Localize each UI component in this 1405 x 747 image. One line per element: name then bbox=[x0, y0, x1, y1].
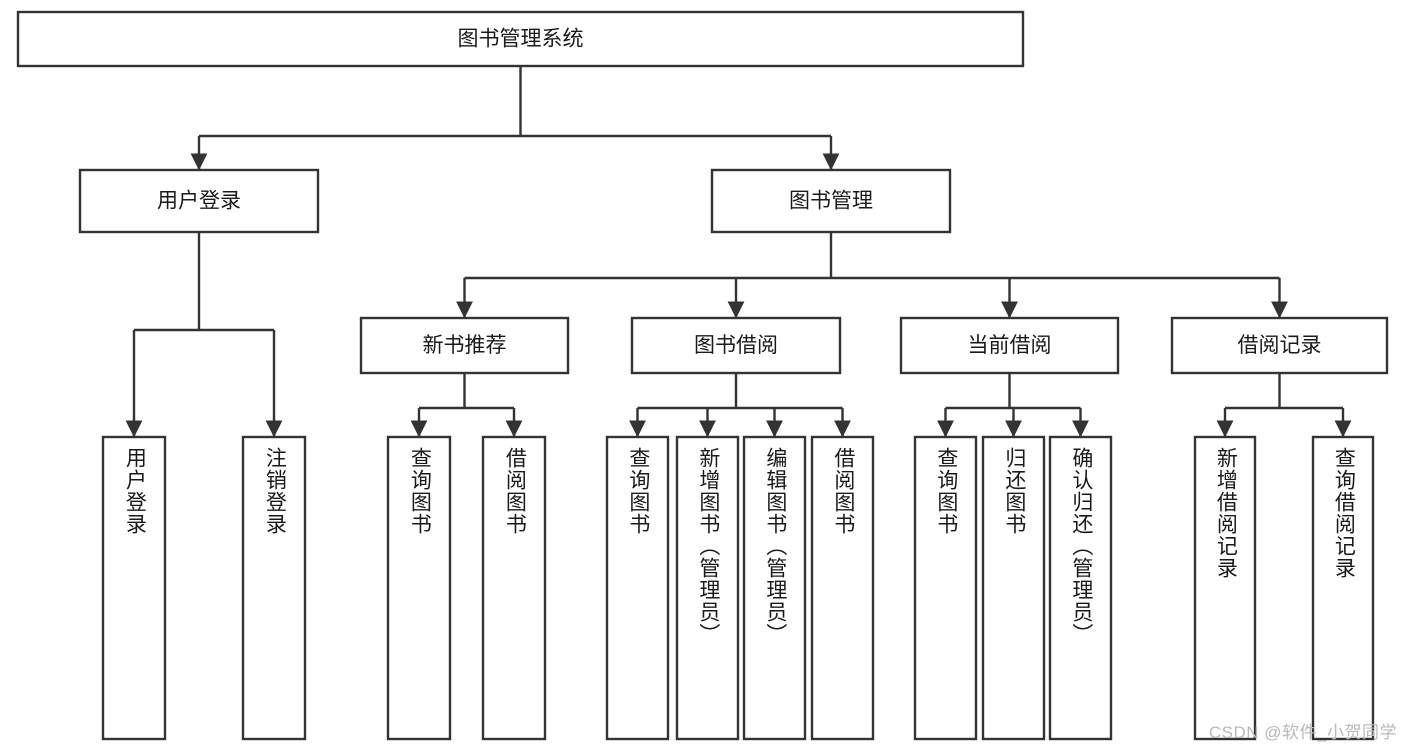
node-box-user-login[interactable] bbox=[78, 168, 320, 234]
node-box-user-logout[interactable] bbox=[241, 435, 307, 741]
node-box-rec-query-record[interactable] bbox=[1311, 435, 1375, 741]
node-box-borrow-query-book[interactable] bbox=[605, 435, 670, 741]
node-box-borrow-add-book[interactable] bbox=[675, 435, 740, 741]
node-label-current-borrow: 当前借阅 bbox=[968, 334, 1052, 357]
node-label-borrow-record: 借阅记录 bbox=[1238, 334, 1322, 357]
node-box-cur-return-book[interactable] bbox=[981, 435, 1046, 741]
watermark-text: CSDN @软件_小贺同学 bbox=[1208, 723, 1397, 742]
node-box-borrow-edit-book[interactable] bbox=[742, 435, 807, 741]
node-label-new-book-rec: 新书推荐 bbox=[423, 334, 507, 357]
node-box-book-manage[interactable] bbox=[710, 168, 952, 234]
node-box-borrow-record[interactable] bbox=[1170, 316, 1389, 375]
node-box-root[interactable] bbox=[16, 10, 1025, 68]
node-box-cur-query-book[interactable] bbox=[913, 435, 978, 741]
node-box-new-book-rec[interactable] bbox=[359, 316, 570, 375]
node-box-current-borrow[interactable] bbox=[899, 316, 1120, 375]
node-label-user-login: 用户登录 bbox=[157, 190, 241, 213]
connector-lines bbox=[125, 66, 1352, 438]
node-label-root: 图书管理系统 bbox=[458, 28, 584, 51]
node-label-book-manage: 图书管理 bbox=[789, 190, 873, 213]
node-box-user-login-do[interactable] bbox=[101, 435, 167, 741]
node-box-borrow-do-book[interactable] bbox=[810, 435, 875, 741]
node-box-cur-confirm-return[interactable] bbox=[1048, 435, 1113, 741]
node-boxes bbox=[16, 10, 1389, 741]
node-box-rec-query-book[interactable] bbox=[386, 435, 452, 741]
node-box-rec-borrow-book[interactable] bbox=[481, 435, 547, 741]
node-label-book-borrow: 图书借阅 bbox=[694, 334, 778, 357]
node-box-rec-add-record[interactable] bbox=[1193, 435, 1257, 741]
node-box-book-borrow[interactable] bbox=[630, 316, 842, 375]
